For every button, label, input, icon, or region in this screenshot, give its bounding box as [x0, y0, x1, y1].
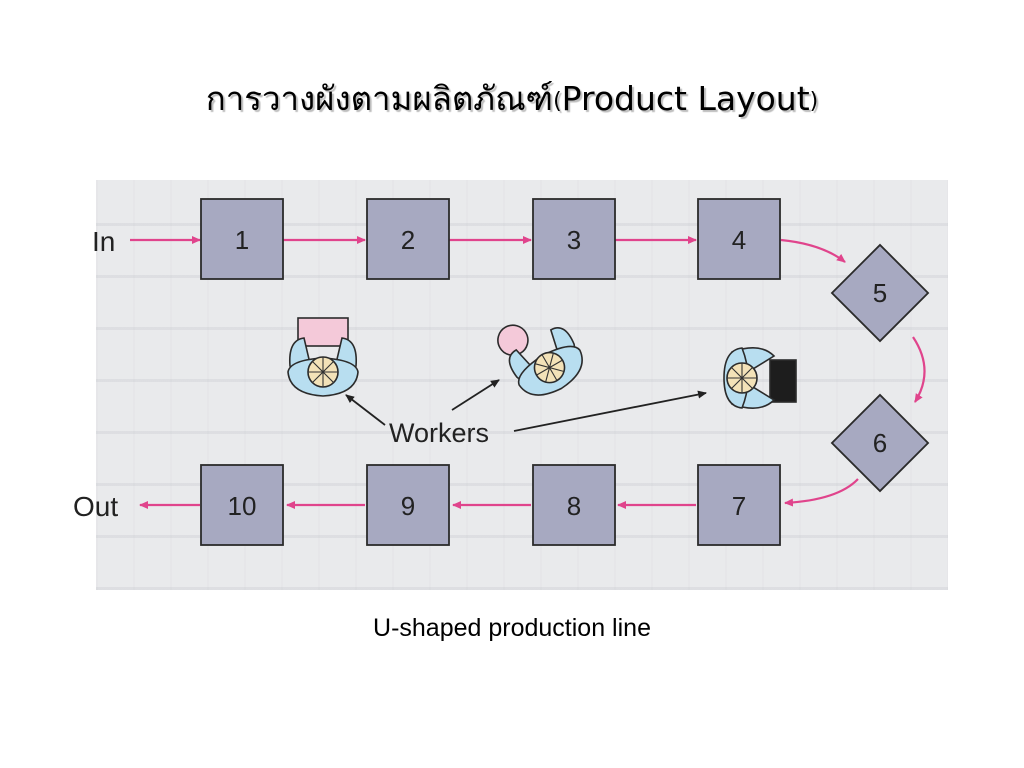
- pointer-to-worker-left: [345, 394, 386, 426]
- pointer-to-worker-middle: [451, 379, 500, 411]
- title-paren-close: ): [809, 89, 819, 114]
- station-9-box: [366, 464, 450, 546]
- station-label-1: 1: [235, 225, 249, 255]
- station-8-box: [532, 464, 616, 546]
- station-2-box: [366, 198, 450, 280]
- title-english: Product Layout: [561, 79, 810, 118]
- station-7-box: [697, 464, 781, 546]
- station-label-9: 9: [401, 491, 415, 521]
- worker-pointers: [345, 379, 707, 432]
- arrow-6-to-7: [784, 478, 859, 507]
- station-1-box: [200, 198, 284, 280]
- station-label-5: 5: [873, 278, 887, 308]
- station-6-box: [830, 393, 930, 493]
- station-label-3: 3: [567, 225, 581, 255]
- station-4-box: [697, 198, 781, 280]
- station-5-box: [830, 243, 930, 343]
- station-label-2: 2: [401, 225, 415, 255]
- figure-caption: U-shaped production line: [373, 614, 651, 642]
- flow-arrows: [130, 236, 926, 509]
- workers-label: Workers: [389, 418, 489, 448]
- pointer-to-worker-right: [513, 390, 707, 432]
- input-label: In: [92, 226, 115, 257]
- title-paren-open: (: [553, 89, 562, 114]
- station-10-box: [200, 464, 284, 546]
- station-label-6: 6: [873, 428, 887, 458]
- worker-icon: [497, 324, 583, 396]
- station-labels: 1 2 3 4 5 6 7 8 9 10: [228, 225, 888, 521]
- slide-title: การวางผังตามผลิตภัณฑ์(Product Layout): [0, 72, 1024, 125]
- stations: [200, 198, 930, 546]
- arrow-4-to-5: [780, 238, 846, 263]
- worker-icon: [723, 347, 797, 409]
- station-label-8: 8: [567, 491, 581, 521]
- output-label: Out: [73, 491, 118, 522]
- worker-icon: [287, 317, 359, 397]
- station-label-7: 7: [732, 491, 746, 521]
- station-3-box: [532, 198, 616, 280]
- station-label-4: 4: [732, 225, 746, 255]
- station-label-10: 10: [228, 491, 257, 521]
- title-thai: การวางผังตามผลิตภัณฑ์: [205, 79, 554, 118]
- arrow-5-to-6: [912, 336, 926, 403]
